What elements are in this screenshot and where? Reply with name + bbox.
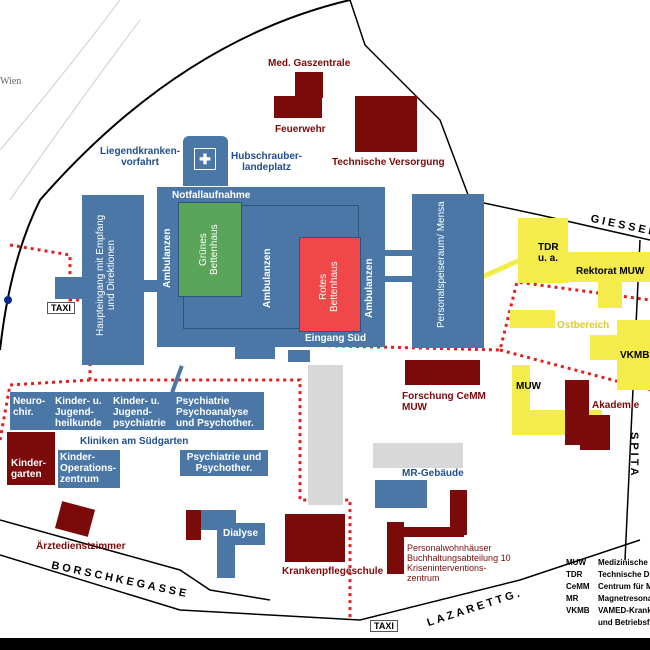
label-ambulanzen-east: Ambulanzen [364, 258, 375, 318]
building-kinder-op[interactable] [58, 450, 120, 488]
label-mensa: Personalspeiseraum/ Mensa [436, 201, 447, 329]
building-mr[interactable] [375, 480, 427, 508]
label-haupteingang: Haupteingang mit Empfang und Direktionen [95, 214, 117, 336]
label-feuerwehr: Feuerwehr [275, 124, 326, 135]
building-gray-central [308, 365, 343, 505]
building-helipad[interactable] [183, 136, 228, 186]
bottom-bar [0, 638, 650, 650]
label-krankenpflegeschule: Krankenpflegeschule [282, 566, 384, 577]
building-kliniken-suedgarten[interactable] [10, 392, 264, 430]
building-krankenpflegeschule[interactable] [285, 514, 345, 562]
building-dialyse[interactable] [217, 523, 265, 545]
building-gruenes-bettenhaus[interactable] [178, 202, 242, 297]
label-rektorat: Rektorat MUW [576, 266, 645, 277]
label-kinder-op: Kinder- Operations- zentrum [60, 452, 117, 485]
building-gray-east [373, 443, 463, 468]
building-gaszentrale[interactable] [295, 72, 323, 98]
label-gruenes-bettenhaus: Grünes Bettenhaus [198, 224, 220, 276]
label-kinder-heilkunde: Kinder- u. Jugend- heilkunde [55, 396, 102, 429]
label-hubschrauber: Hubschrauber-landeplatz [231, 151, 303, 173]
label-kindergarten: Kinder- garten [11, 458, 46, 480]
building-mensa[interactable] [412, 194, 484, 348]
building-tdr[interactable] [518, 218, 568, 283]
label-mr-gebaeude: MR-Gebäude [402, 468, 464, 479]
label-eingang-sued: Eingang Süd [305, 333, 367, 344]
building-technische-versorgung[interactable] [355, 96, 417, 152]
taxi-stand-west: TAXI [47, 302, 75, 314]
label-ambulanzen-west: Ambulanzen [162, 228, 173, 288]
street-spitalgasse: SPITA [628, 432, 640, 479]
label-liegendkranken: Liegendkranken-vorfahrt [100, 146, 181, 168]
label-psychiatrie-psychoanalyse: Psychiatrie Psychoanalyse und Psychother… [176, 396, 254, 429]
label-gaszentrale: Med. Gaszentrale [268, 58, 351, 69]
label-neurochir: Neuro- chir. [13, 396, 46, 418]
building-kindergarten[interactable] [7, 432, 55, 485]
building-feuerwehr[interactable] [274, 96, 322, 118]
label-rotes-bettenhaus: Rotes Bettenhaus [318, 261, 340, 313]
helipad-cross-icon: ✚ [194, 148, 216, 170]
label-technische-versorgung: Technische Versorgung [332, 157, 445, 168]
label-tdr: TDR u. a. [538, 242, 559, 264]
taxi-stand-south: TAXI [370, 620, 398, 632]
label-kinder-psychiatrie: Kinder- u. Jugend- psychiatrie [113, 396, 166, 429]
legend-item: MRMagnetresonan [566, 594, 650, 603]
label-ambulanzen-center: Ambulanzen [262, 248, 273, 308]
building-haupteingang[interactable] [82, 195, 144, 365]
label-dialyse: Dialyse [223, 528, 259, 539]
label-notfallaufnahme: Notfallaufnahme [172, 190, 251, 201]
label-muw: MUW [516, 381, 541, 392]
building-personalwohnhaeuser[interactable] [387, 522, 404, 574]
label-aerztedienstzimmer: Ärztedienstzimmer [36, 541, 126, 552]
label-wien: Wien [0, 76, 22, 87]
building-rotes-bettenhaus[interactable] [299, 237, 361, 332]
label-akademie: Akademie [592, 400, 640, 411]
building-psychiatrie[interactable] [180, 450, 268, 476]
label-kliniken-suedgarten: Kliniken am Südgarten [80, 436, 189, 447]
building-ostbereich[interactable] [510, 310, 555, 328]
label-ostbereich: Ostbereich [557, 320, 610, 331]
building-rektorat[interactable] [568, 252, 650, 282]
label-vkmb: VKMB [620, 350, 650, 361]
label-psychiatrie: Psychiatrie und Psychother. [186, 452, 262, 474]
building-forschung-cemm[interactable] [405, 360, 480, 385]
road-boundary [0, 0, 351, 351]
building-vkmb[interactable] [617, 320, 650, 390]
legend-item: und Betriebsfüh [598, 618, 650, 627]
